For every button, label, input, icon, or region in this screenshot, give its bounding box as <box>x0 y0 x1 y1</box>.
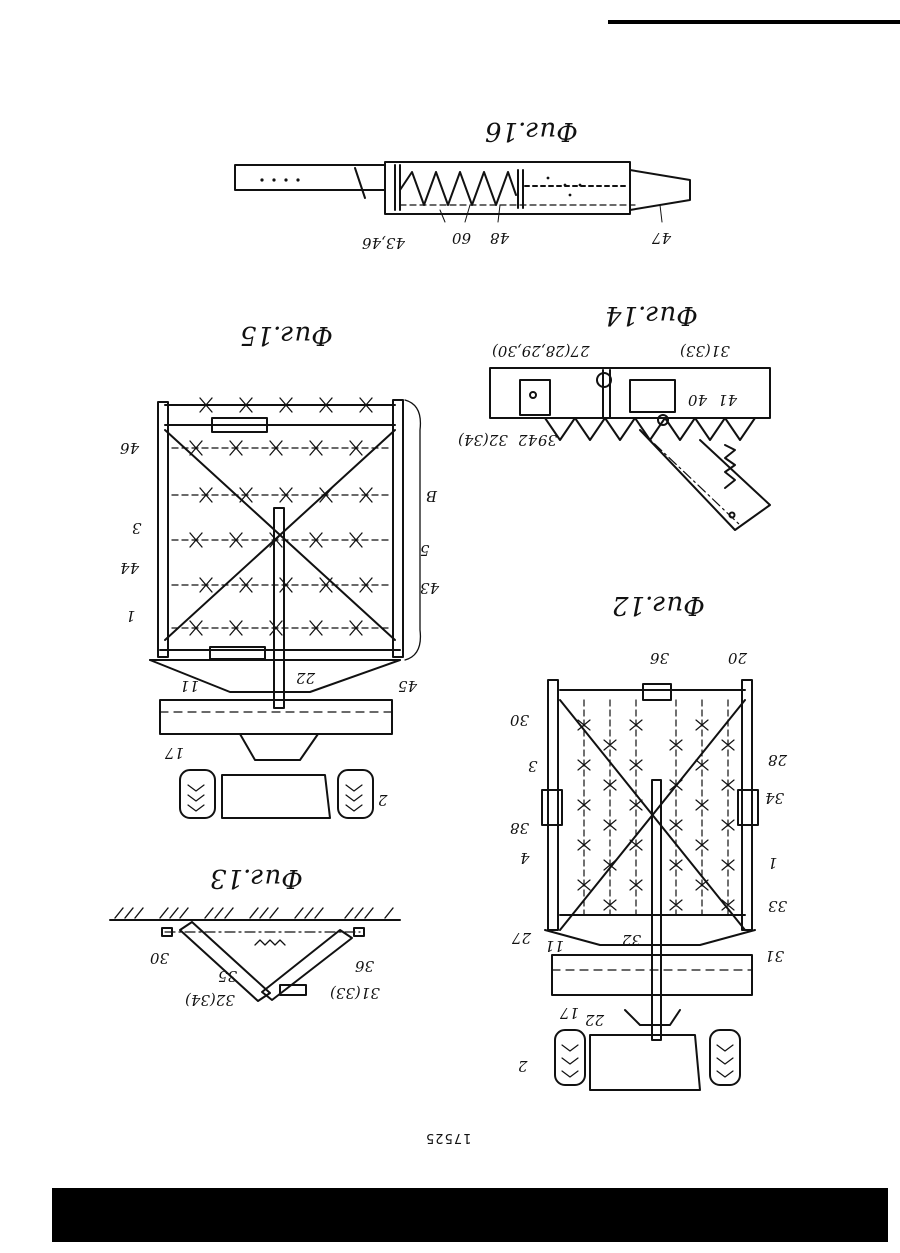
fig14-label-27-28-29-30: 27(28,29,30) <box>492 343 590 358</box>
fig12-label-38: 38 <box>510 820 529 835</box>
fig16-label-48: 48 <box>490 230 509 245</box>
fig15-label-B: B <box>426 488 437 503</box>
fig13-caption: Фиг.13 <box>210 865 303 891</box>
fig15-label-44: 44 <box>120 560 139 575</box>
fig15-label-5: 5 <box>420 542 430 557</box>
fig13-label-32-34: 32(34) <box>185 992 235 1007</box>
fig15-label-45: 45 <box>398 678 417 693</box>
fig12-drawing <box>542 680 758 1090</box>
fig14-caption: Фиг.14 <box>605 302 698 328</box>
fig12-label-3: 3 <box>528 758 538 773</box>
page-number: 17525 <box>425 1130 471 1145</box>
fig12-label-11: 11 <box>545 938 564 953</box>
fig16-label-43-46: 43,46 <box>362 235 405 250</box>
fig13-label-31-33: 31(33) <box>330 985 380 1000</box>
fig13-label-30: 30 <box>150 950 169 965</box>
fig12-label-34: 34 <box>765 790 784 805</box>
fig12-label-20: 20 <box>728 650 747 665</box>
fig12-label-36: 36 <box>650 650 669 665</box>
fig15-label-46: 46 <box>120 440 139 455</box>
fig15-label-17: 17 <box>165 745 184 760</box>
fig14-label-31-33: 31(33) <box>680 343 730 358</box>
fig13-label-35: 35 <box>218 968 237 983</box>
fig12-label-4: 4 <box>520 850 530 865</box>
fig16-label-47: 47 <box>652 230 671 245</box>
fig12-label-17: 17 <box>560 1005 579 1020</box>
fig16-label-60: 60 <box>452 230 471 245</box>
fig12-label-32: 32 <box>622 932 641 947</box>
fig16-drawing <box>235 162 690 222</box>
fig15-drawing <box>150 400 403 818</box>
fig15-label-43: 43 <box>420 580 439 595</box>
fig12-label-1: 1 <box>768 855 778 870</box>
fig14-label-39: 39 <box>538 432 557 447</box>
fig12-tine-columns <box>578 700 734 915</box>
fig14-label-32-34: 32(34) <box>458 432 508 447</box>
fig12-label-31: 31 <box>765 948 784 963</box>
fig12-label-22: 22 <box>585 1012 604 1027</box>
fig14-label-40: 40 <box>688 392 707 407</box>
fig14-label-41: 41 <box>718 392 737 407</box>
fig12-label-33: 33 <box>768 898 787 913</box>
fig15-label-3: 3 <box>132 520 142 535</box>
fig15-label-1: 1 <box>126 608 136 623</box>
fig12-label-2: 2 <box>518 1058 528 1073</box>
fig13-label-36: 36 <box>355 958 374 973</box>
fig12-label-30: 30 <box>510 712 529 727</box>
fig15-tine-rows <box>172 398 392 635</box>
fig14-label-42: 42 <box>518 432 537 447</box>
fig15-caption: Фиг.15 <box>240 322 333 348</box>
fig15-label-2: 2 <box>378 792 388 807</box>
fig12-caption: Фиг.12 <box>612 592 705 618</box>
fig12-label-27: 27 <box>512 930 531 945</box>
fig15-label-11: 11 <box>180 678 199 693</box>
fig12-label-28: 28 <box>768 752 787 767</box>
fig16-caption: Фиг.16 <box>485 118 578 144</box>
fig15-label-22: 22 <box>296 670 315 685</box>
